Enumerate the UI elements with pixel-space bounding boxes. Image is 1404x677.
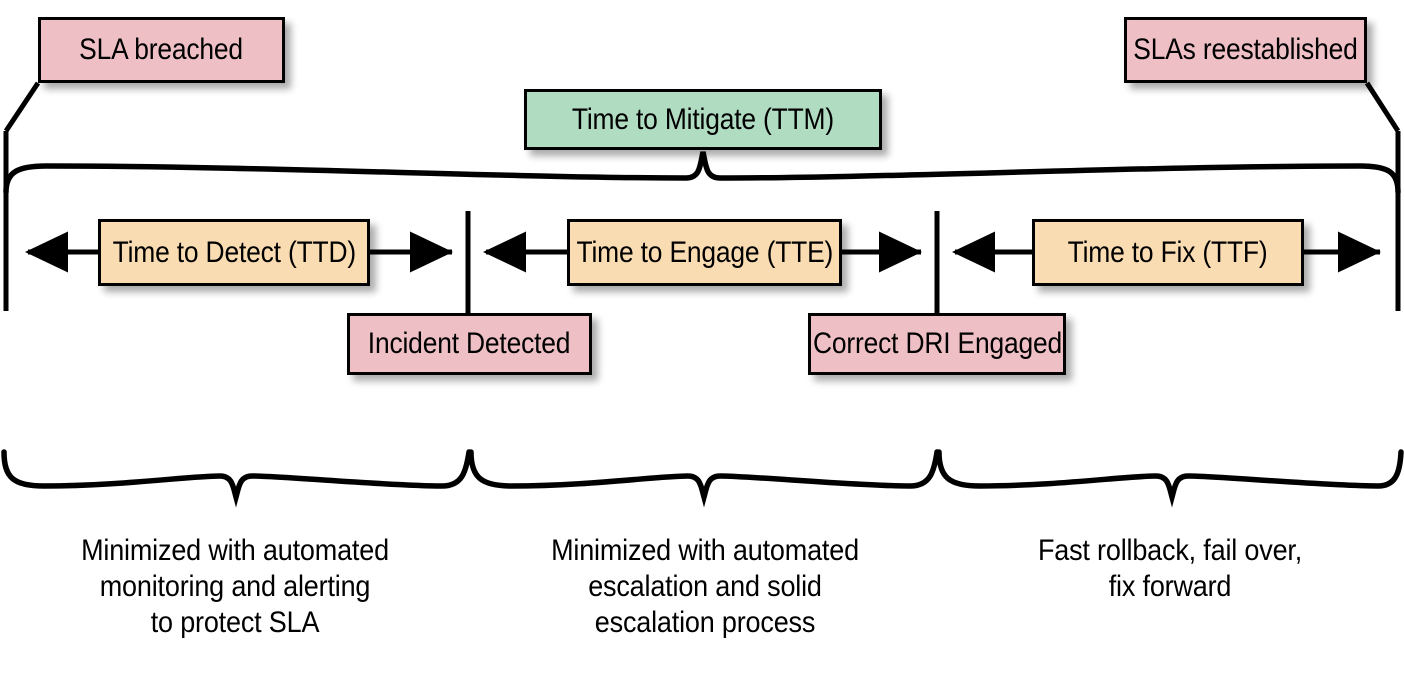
milestone-incident-detected[interactable]: Incident Detected [347,313,592,375]
caption-detect-phase: Minimized with automated monitoring and … [35,497,435,677]
bottom-brace-right [936,449,1404,508]
milestone-sla-breached[interactable]: SLA breached [38,17,285,83]
caption-fix-phase-text: Fast rollback, fail over, fix forward [1037,534,1303,603]
span-time-to-fix[interactable]: Time to Fix (TTF) [1032,219,1304,286]
bottom-brace-middle [468,449,940,508]
caption-engage-phase-text: Minimized with automated escalation and … [551,534,859,639]
leader-line-sla-breached [3,81,41,133]
caption-fix-phase: Fast rollback, fail over, fix forward [970,497,1370,641]
span-time-to-detect[interactable]: Time to Detect (TTD) [98,219,370,286]
span-time-to-engage-label: Time to Engage (TTE) [576,235,833,269]
milestone-correct-dri-engaged[interactable]: Correct DRI Engaged [808,313,1066,375]
milestone-sla-breached-label: SLA breached [79,33,244,66]
top-brace-ttm [3,151,1401,195]
caption-detect-phase-text: Minimized with automated monitoring and … [81,534,389,639]
span-time-to-detect-label: Time to Detect (TTD) [112,235,356,269]
leader-line-slas-reestablished [1364,81,1401,133]
span-time-to-fix-label: Time to Fix (TTF) [1068,235,1268,269]
milestone-incident-detected-label: Incident Detected [368,327,571,360]
bottom-brace-left [1,449,472,508]
span-time-to-mitigate-label: Time to Mitigate (TTM) [571,102,835,136]
diagram-canvas: SLA breached SLAs reestablished Time to … [1,17,1404,639]
milestone-slas-reestablished[interactable]: SLAs reestablished [1124,17,1367,83]
milestone-slas-reestablished-label: SLAs reestablished [1133,33,1358,66]
span-time-to-mitigate[interactable]: Time to Mitigate (TTM) [524,89,882,150]
span-time-to-engage[interactable]: Time to Engage (TTE) [567,219,842,286]
milestone-correct-dri-engaged-label: Correct DRI Engaged [812,327,1062,360]
caption-engage-phase: Minimized with automated escalation and … [505,497,905,677]
